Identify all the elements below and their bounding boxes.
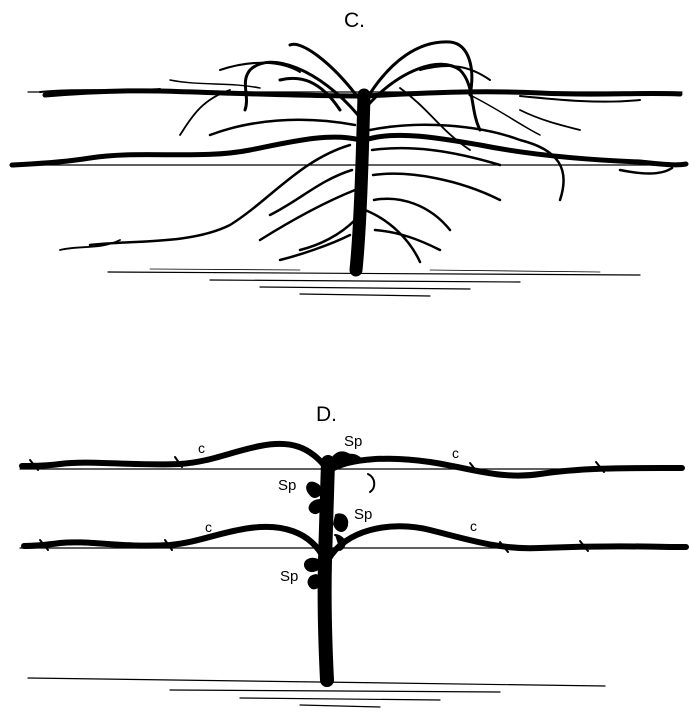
cordon-label: c [470,519,477,533]
panel-d-lower-cordons [24,526,686,560]
spur-label: Sp [280,569,298,584]
panel-c-title: C. [344,10,365,31]
panel-c-lower-arms [12,135,686,173]
panel-c-trunk [356,95,364,270]
panel-d-trunk [325,462,328,680]
cordon-label: c [205,520,212,534]
panel-d-title: D. [316,404,337,425]
panel-c-spreading-canes [60,80,580,262]
spur-label: Sp [344,434,362,449]
spur-label: Sp [278,478,296,493]
panel-d-drawing [20,444,686,707]
cordon-label: c [198,441,205,455]
panel-c-drawing [10,42,686,296]
spur-label: Sp [354,507,372,522]
panel-d-ground [28,678,605,707]
panel-c-ground [108,269,640,296]
panel-c-arching-canes [220,42,490,130]
cordon-label: c [452,446,459,460]
